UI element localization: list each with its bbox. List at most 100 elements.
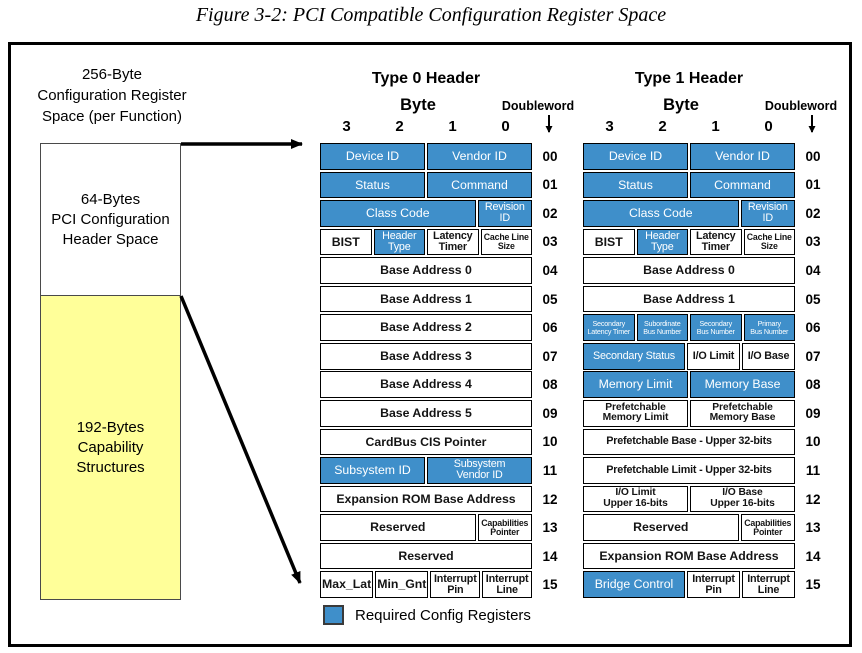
register-row: Base Address 0	[320, 257, 532, 284]
register-row: Base Address 1	[320, 285, 532, 313]
register-cell: Interrupt Line	[742, 571, 795, 598]
register-cell: Command	[427, 171, 532, 199]
capability-label-line: Structures	[76, 458, 145, 476]
byte-column-0: 3	[342, 118, 351, 135]
header-space-label-line: PCI Configuration	[51, 210, 170, 228]
config-register-space-box: 64-Bytes PCI Configuration Header Space …	[40, 143, 181, 600]
byte-label: Byte	[663, 96, 699, 114]
byte-columns: 3 2 1 0	[320, 118, 532, 135]
config-space-label: 256-Byte Configuration Register Space (p…	[12, 64, 212, 127]
doubleword-number: 00	[805, 148, 821, 164]
register-cell: Prefetchable Memory Base	[690, 400, 795, 427]
doubleword-number: 13	[542, 520, 558, 536]
register-cell: Class Code	[320, 200, 476, 227]
register-cell: I/O Base Upper 16-bits	[690, 485, 795, 513]
register-cell: Subordinate Bus Number	[636, 314, 688, 341]
register-cell: Cache Line Size	[480, 228, 532, 256]
register-cell: Vendor ID	[690, 143, 795, 170]
table-title: Type 1 Header	[634, 70, 744, 87]
register-cell: Reserved	[320, 514, 476, 541]
config-space-label-line: Configuration Register	[37, 87, 187, 104]
register-cell: Latency Timer	[427, 228, 479, 256]
register-cell: Revision ID	[477, 200, 532, 227]
doubleword-number: 09	[805, 405, 821, 421]
register-cell: Header Type	[373, 228, 425, 256]
byte-column-1: 2	[395, 118, 404, 135]
register-cell: Base Address 2	[320, 314, 532, 341]
doubleword-number: 14	[542, 548, 558, 564]
register-row: Base Address 4	[320, 371, 532, 399]
register-cell: Status	[583, 171, 688, 199]
doubleword-number: 04	[805, 263, 821, 279]
register-cell: Memory Limit	[583, 371, 688, 399]
register-row: Base Address 0	[583, 257, 795, 284]
byte-column-2: 1	[448, 118, 457, 135]
register-cell: Subsystem ID	[320, 457, 425, 484]
byte-column-3: 0	[764, 118, 773, 135]
doubleword-number: 08	[542, 377, 558, 393]
doubleword-number: 02	[542, 205, 558, 221]
register-cell: BIST	[583, 228, 635, 256]
register-cell: Prefetchable Memory Limit	[583, 400, 688, 427]
register-cell: Base Address 1	[320, 285, 532, 313]
register-cell: Reserved	[583, 514, 739, 541]
register-cell: Base Address 1	[583, 285, 795, 313]
doubleword-number: 12	[542, 491, 558, 507]
byte-column-0: 3	[605, 118, 614, 135]
register-cell: I/O Base	[742, 342, 795, 370]
doubleword-number: 07	[542, 348, 558, 364]
doubleword-label: Doubleword	[764, 99, 838, 113]
doubleword-number: 01	[805, 177, 821, 193]
register-cell: Base Address 0	[583, 257, 795, 284]
register-cell: Capabilities Pointer	[477, 514, 532, 541]
register-cell: Memory Base	[690, 371, 795, 399]
register-cell: Cache Line Size	[743, 228, 795, 256]
header-space-label-line: Header Space	[62, 230, 159, 248]
register-row: Reserved	[320, 542, 532, 570]
register-cell: Expansion ROM Base Address	[583, 542, 795, 570]
register-cell: I/O Limit	[687, 342, 740, 370]
register-row: Base Address 2	[320, 314, 532, 341]
register-cell: Max_Lat	[320, 571, 374, 598]
doubleword-number: 08	[805, 377, 821, 393]
register-cell: Interrupt Line	[482, 571, 532, 598]
doubleword-number: 06	[542, 320, 558, 336]
register-cell: Secondary Bus Number	[690, 314, 742, 341]
doubleword-number: 05	[805, 291, 821, 307]
table-title: Type 0 Header	[371, 70, 481, 87]
register-row: Base Address 5	[320, 400, 532, 427]
doubleword-number: 10	[542, 434, 558, 450]
doubleword-number: 03	[805, 234, 821, 250]
register-cell: Vendor ID	[427, 143, 532, 170]
doubleword-number: 10	[805, 434, 821, 450]
register-cell: Revision ID	[740, 200, 795, 227]
doubleword-number: 06	[805, 320, 821, 336]
register-cell: Expansion ROM Base Address	[320, 485, 532, 513]
register-cell: I/O Limit Upper 16-bits	[583, 485, 688, 513]
register-cell: Status	[320, 171, 425, 199]
register-cell: Base Address 3	[320, 342, 532, 370]
register-cell: Capabilities Pointer	[740, 514, 795, 541]
register-row: Expansion ROM Base Address	[320, 485, 532, 513]
doubleword-number: 15	[542, 577, 558, 593]
doubleword-number: 14	[805, 548, 821, 564]
byte-column-3: 0	[501, 118, 510, 135]
register-cell: BIST	[320, 228, 372, 256]
doubleword-number: 00	[542, 148, 558, 164]
register-cell: Primary Bus Number	[743, 314, 795, 341]
